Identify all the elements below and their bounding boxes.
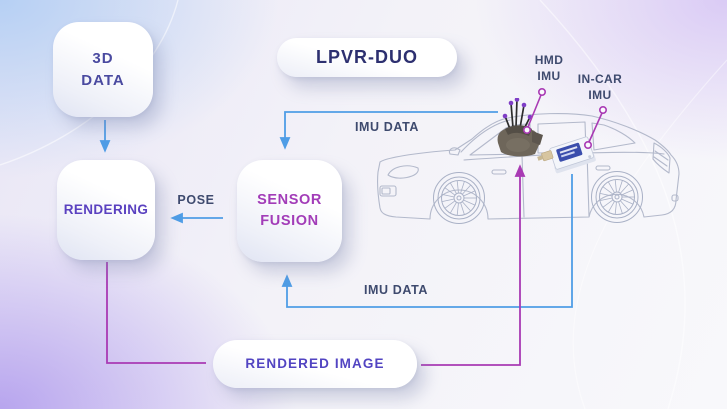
arrow-incar-imu-data-to-sensorfusion <box>281 174 573 308</box>
edge-label-imu-data-top: IMU DATA <box>354 120 420 134</box>
callout-label-incar-imu: IN-CAR IMU <box>577 72 623 103</box>
callout-label-hmd-imu: HMD IMU <box>534 53 564 84</box>
node-3d-data-line1: 3D <box>92 49 114 67</box>
side-mirror <box>448 147 461 156</box>
diagram-title: LPVR-DUO <box>316 47 418 68</box>
car-illustration <box>377 98 680 224</box>
node-rendering-label: RENDERING <box>63 202 149 218</box>
node-rendered-image: RENDERED IMAGE <box>213 340 417 388</box>
headlight <box>387 165 419 179</box>
rear-wheel <box>591 171 643 223</box>
node-3d-data-line2: DATA <box>81 71 125 89</box>
line-rendering-to-renderedimage <box>106 262 206 364</box>
imu-sensor-icon <box>537 136 596 174</box>
node-sensor-fusion-line2: FUSION <box>260 213 319 229</box>
front-wheel <box>433 172 485 224</box>
title-pill: LPVR-DUO <box>277 38 457 77</box>
node-rendering: RENDERING <box>57 160 155 260</box>
node-3d-data: 3D DATA <box>53 22 153 117</box>
node-rendered-image-label: RENDERED IMAGE <box>245 356 385 372</box>
incar-imu-callout <box>583 106 607 150</box>
arrow-hmd-imu-data-to-sensorfusion <box>279 111 498 150</box>
taillight <box>652 142 671 174</box>
hmd-imu-callout <box>522 88 546 135</box>
edge-label-imu-data-bottom: IMU DATA <box>363 283 429 297</box>
edge-label-pose: POSE <box>177 193 215 207</box>
node-sensor-fusion-line1: SENSOR <box>257 191 322 208</box>
vr-headset-icon <box>497 98 543 157</box>
node-sensor-fusion: SENSOR FUSION <box>237 160 342 262</box>
arrow-renderedimage-to-hmd <box>421 164 526 366</box>
